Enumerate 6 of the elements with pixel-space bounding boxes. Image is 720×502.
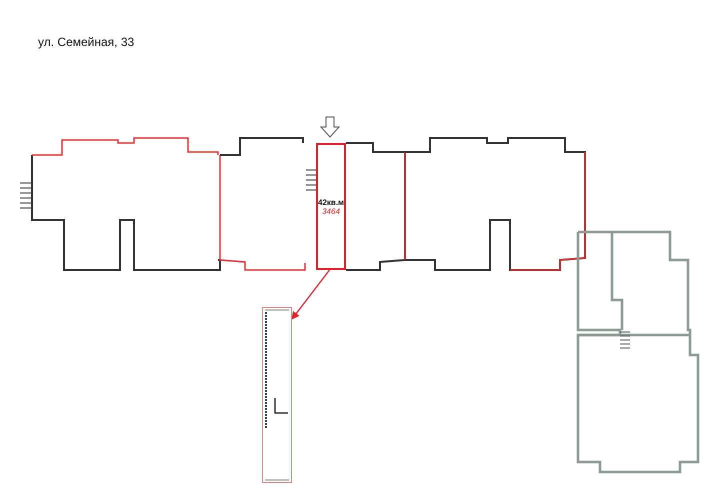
arrow [291,270,330,320]
unit-number: 3464 [322,206,340,216]
address-title: ул. Семейная, 33 [38,35,134,49]
unit-outline [316,143,346,270]
area-label: 42кв.м [318,198,344,206]
detail-plan-picture [262,307,292,483]
